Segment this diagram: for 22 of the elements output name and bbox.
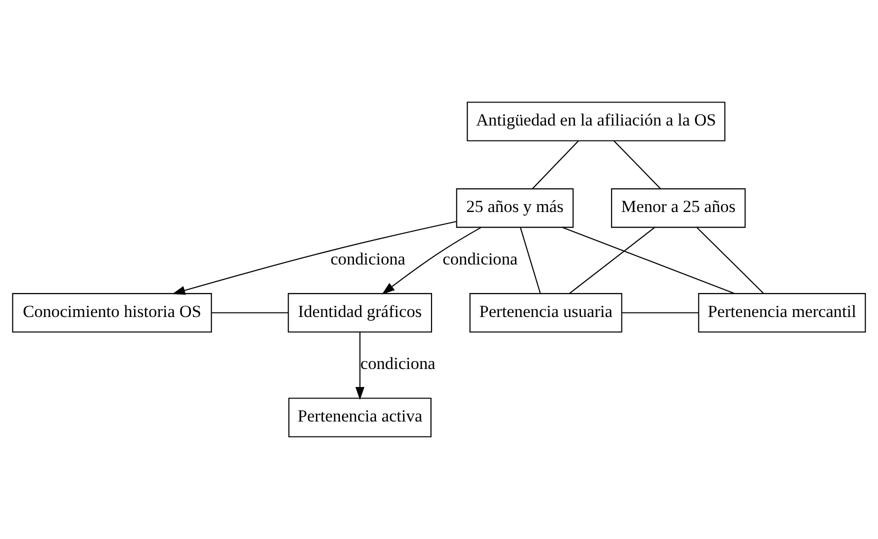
connector [532, 140, 579, 190]
connector [562, 226, 735, 294]
connector [696, 227, 764, 294]
connector [622, 312, 699, 314]
edge-label: condiciona [330, 249, 406, 268]
connector [212, 312, 288, 314]
node-box: 25 años y más [456, 188, 574, 228]
node-box: Antigüedad en la afiliación a la OS [466, 102, 726, 142]
arrow [172, 220, 457, 295]
arrow [355, 332, 364, 400]
node-box: Pertenencia mercantil [698, 293, 866, 333]
node-box: Conocimiento historia OS [12, 293, 212, 333]
arrow [382, 226, 482, 294]
connector [569, 227, 655, 294]
edge-label: condiciona [442, 249, 518, 268]
node-box: Identidad gráficos [288, 293, 432, 333]
connector [520, 227, 541, 294]
connector [614, 140, 661, 190]
node-box: Pertenencia activa [288, 398, 432, 438]
node-box: Pertenencia usuaria [469, 293, 622, 333]
node-box: Menor a 25 años [611, 188, 746, 228]
edge-label: condiciona [360, 354, 436, 374]
